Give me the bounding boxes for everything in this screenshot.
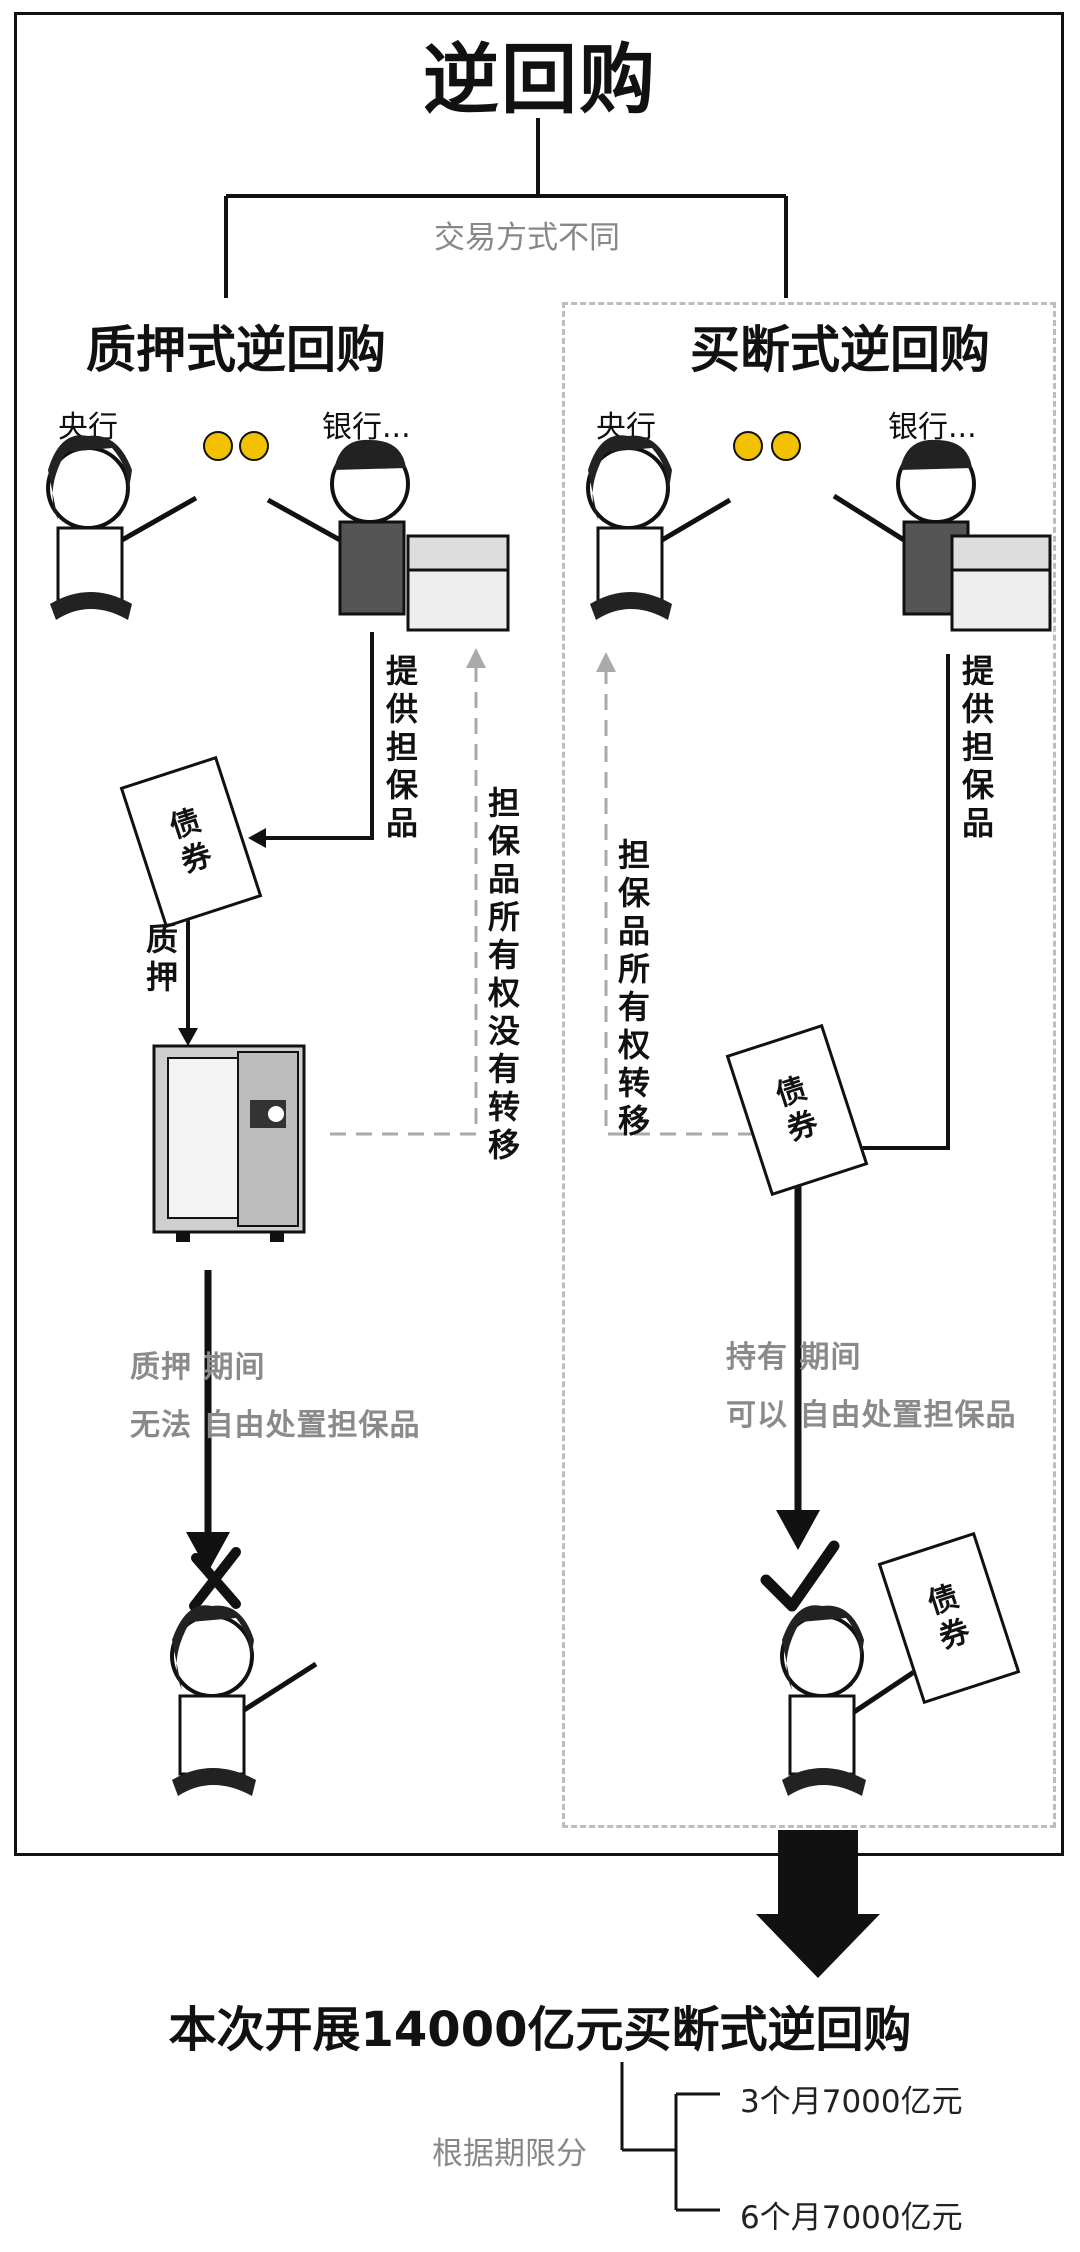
six-month-amount: 6个月7000亿元 [740,2200,963,2236]
can-dispose-label: 可以 自由处置担保品 [726,1398,1017,1433]
pledged-repo-title: 质押式逆回购 [86,321,386,379]
outright-repo-title: 买断式逆回购 [690,321,990,379]
bank-label: 银行... [322,410,411,445]
bank-label-right: 银行... [888,410,977,445]
page-title: 逆回购 [423,35,657,124]
trade-method-note: 交易方式不同 [434,220,620,256]
holding-period-label: 持有 期间 [726,1340,862,1375]
summary-headline: 本次开展14000亿元买断式逆回购 [168,2002,912,2058]
bond-label-final: 债券 [923,1579,975,1656]
provide-collateral-label-right: 提供担保品 [961,652,994,842]
diagram-frame [14,12,1064,1856]
split-by-term-label: 根据期限分 [432,2136,587,2172]
cannot-dispose-label: 无法 自由处置担保品 [130,1408,421,1443]
ownership-not-transferred-label: 担保品所有权没有转移 [487,784,520,1164]
outright-section-box [562,302,1056,1828]
provide-collateral-label: 提供担保品 [385,652,418,842]
ownership-transferred-label: 担保品所有权转移 [617,836,650,1140]
pledge-period-label: 质押 期间 [130,1350,266,1385]
three-month-amount: 3个月7000亿元 [740,2084,963,2120]
pledge-label: 质押 [145,920,178,996]
